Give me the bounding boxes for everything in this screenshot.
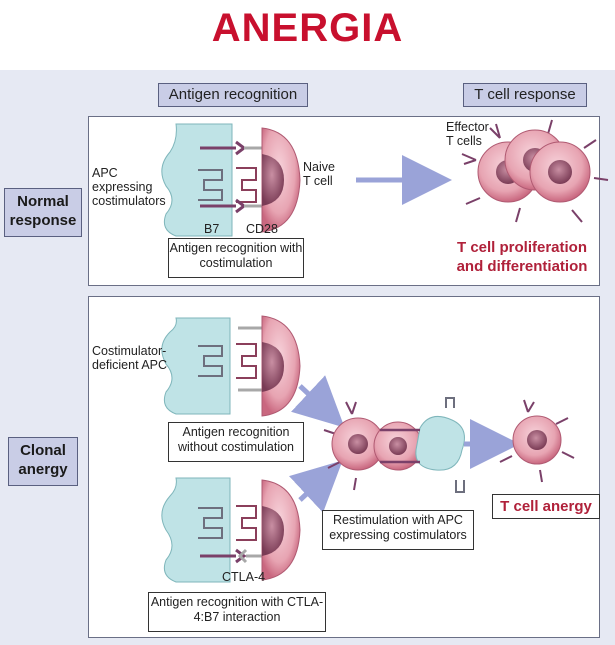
ctla4-label: CTLA-4	[222, 570, 266, 584]
result-proliferation: T cell proliferation and differentiation	[456, 239, 588, 275]
normal-response-label: Normal response	[4, 188, 82, 237]
clonal-anergy-label: Clonal anergy	[8, 437, 78, 486]
effector-t-cells-label: Effector T cells	[446, 120, 489, 148]
apc-expressing-label: APC expressing costimulators	[92, 166, 166, 208]
naive-t-cell-label: Naive T cell	[303, 160, 335, 188]
caption-ctla4-interaction: Antigen recognition with CTLA-4:B7 inter…	[148, 592, 326, 632]
caption-without-costimulation: Antigen recognition without costimulatio…	[168, 422, 304, 462]
t-cell-ctla4	[261, 479, 301, 581]
page-title: ANERGIA	[211, 6, 404, 50]
cd28-label: CD28	[246, 222, 278, 236]
result-anergy: T cell anergy	[492, 494, 600, 519]
anergic-t-cell	[499, 399, 575, 483]
caption-restimulation: Restimulation with APC expressing costim…	[322, 510, 474, 550]
naive-t-cell-normal	[261, 127, 301, 233]
caption-costimulation: Antigen recognition with costimulation	[168, 238, 304, 278]
costimulator-deficient-label: Costimulator-deficient APC	[92, 344, 168, 372]
arrow-upper-to-restim	[291, 375, 345, 428]
apc-cell-deficient	[161, 317, 231, 415]
header-t-cell-response: T cell response	[463, 83, 587, 107]
header-antigen-recognition: Antigen recognition	[158, 83, 308, 107]
restimulation-cells	[323, 397, 465, 493]
apc-cell-normal	[161, 123, 233, 237]
effector-t-cells	[461, 119, 609, 223]
b7-label: B7	[204, 222, 220, 236]
arrow-lower-to-restim	[289, 460, 343, 513]
apc-cell-ctla4	[161, 477, 231, 583]
t-cell-deficient	[261, 315, 301, 417]
receptor-complex-ctla4	[198, 505, 272, 564]
